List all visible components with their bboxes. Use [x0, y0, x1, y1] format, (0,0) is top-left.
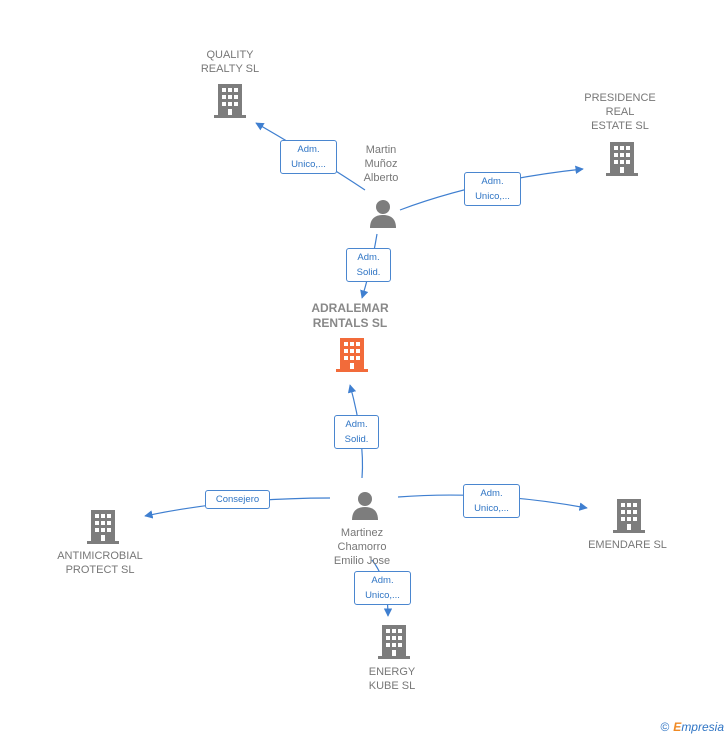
node-energy[interactable]: ENERGY KUBE SL	[342, 665, 442, 693]
company-energy-icon	[378, 625, 410, 659]
copyright-icon: ©	[660, 720, 670, 734]
node-quality[interactable]: QUALITY REALTY SL	[180, 48, 280, 76]
node-martin[interactable]: Martin Muñoz Alberto	[335, 143, 427, 185]
edge-label-martin-quality[interactable]: Adm. Unico,...	[280, 140, 337, 174]
edge-label-martinez-adralemar[interactable]: Adm. Solid.	[334, 415, 379, 449]
edge-label-martinez-antimicrobial[interactable]: Consejero	[205, 490, 270, 509]
company-adralemar-icon	[336, 338, 368, 372]
edge-label-martin-presidence[interactable]: Adm. Unico,...	[464, 172, 521, 206]
brand-name: mpresia	[681, 720, 724, 734]
node-antimicrobial-label: ANTIMICROBIAL PROTECT SL	[57, 550, 143, 576]
node-emendare-label: EMENDARE SL	[588, 539, 667, 551]
node-adralemar[interactable]: ADRALEMAR RENTALS SL	[290, 301, 410, 331]
node-energy-label: ENERGY KUBE SL	[368, 666, 416, 692]
edge-label-martin-adralemar[interactable]: Adm. Solid.	[346, 248, 391, 282]
node-presidence-label: PRESIDENCE REAL ESTATE SL	[584, 92, 656, 132]
node-quality-label: QUALITY REALTY SL	[200, 49, 260, 75]
brand-initial: E	[673, 720, 682, 734]
company-quality-icon	[214, 84, 246, 118]
node-martinez[interactable]: Martinez Chamorro Emilio Jose	[312, 526, 412, 568]
node-emendare[interactable]: EMENDARE SL	[575, 538, 680, 552]
node-adralemar-label: ADRALEMAR RENTALS SL	[311, 301, 389, 330]
node-antimicrobial[interactable]: ANTIMICROBIAL PROTECT SL	[40, 549, 160, 577]
person-martinez-icon	[352, 492, 378, 520]
person-martin-icon	[370, 200, 396, 228]
node-martinez-label: Martinez Chamorro Emilio Jose	[333, 527, 391, 567]
company-presidence-icon	[606, 142, 638, 176]
company-emendare-icon	[613, 499, 645, 533]
company-antimicrobial-icon	[87, 510, 119, 544]
node-presidence[interactable]: PRESIDENCE REAL ESTATE SL	[570, 91, 670, 133]
edge-label-martinez-emendare[interactable]: Adm. Unico,...	[463, 484, 520, 518]
node-martin-label: Martin Muñoz Alberto	[363, 144, 399, 184]
edge-label-martinez-energy[interactable]: Adm. Unico,...	[354, 571, 411, 605]
footer-brand: ©Empresia	[660, 720, 724, 734]
